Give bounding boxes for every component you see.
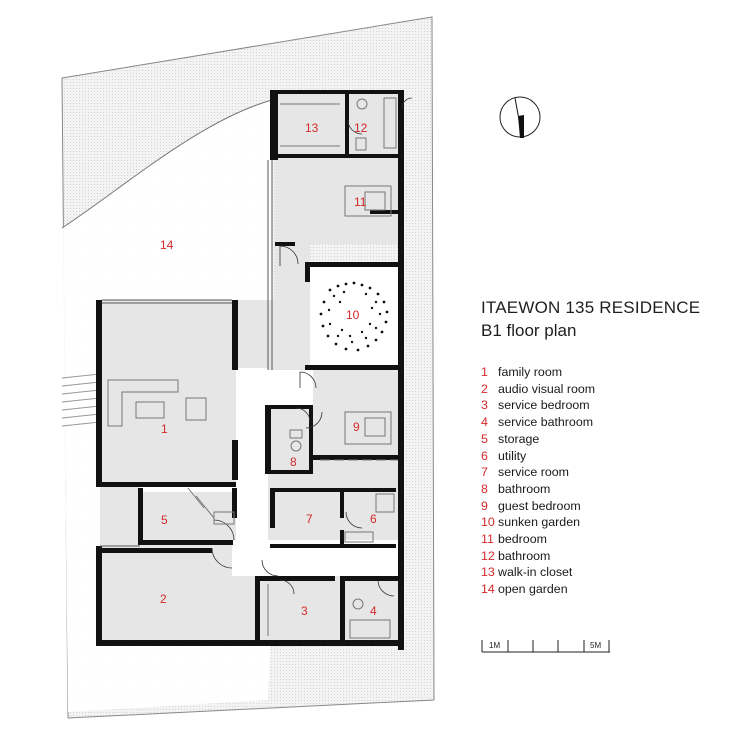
legend-label: walk-in closet [498, 565, 573, 580]
north-arrow-icon [499, 96, 541, 138]
room-label-8: 8 [290, 455, 297, 469]
legend-label: storage [498, 431, 540, 446]
legend-item: 9 guest bedroom [481, 498, 700, 515]
legend-number: 12 [481, 548, 495, 563]
room-label-2: 2 [160, 592, 167, 606]
legend-item: 8 bathroom [481, 481, 700, 498]
plan-title: ITAEWON 135 RESIDENCE [481, 298, 701, 317]
legend-panel: ITAEWON 135 RESIDENCE B1 floor plan 1 fam… [481, 296, 700, 598]
legend-label: utility [498, 448, 527, 463]
walls [96, 90, 404, 650]
legend-number: 7 [481, 465, 488, 480]
legend-number: 4 [481, 415, 488, 430]
legend-label: service bathroom [498, 415, 594, 430]
deck-lines [61, 373, 101, 427]
room-label-6: 6 [370, 512, 377, 526]
plan-subtitle: B1 floor plan [481, 321, 577, 340]
legend-label: guest bedroom [498, 498, 581, 513]
room-legend-list: 1 family room 2 audio visual room 3 service… [481, 364, 700, 598]
legend-number: 8 [481, 481, 488, 496]
room-label-7: 7 [306, 512, 313, 526]
scale-label-end: 5M [590, 641, 601, 650]
legend-number: 2 [481, 381, 488, 396]
legend-item: 7 service room [481, 464, 700, 481]
tree-canopy-dots [319, 281, 389, 352]
legend-item: 5 storage [481, 431, 700, 448]
room-label-10: 10 [346, 308, 360, 322]
legend-label: service room [498, 465, 569, 480]
legend-label: service bedroom [498, 398, 590, 413]
garden-curve [61, 99, 273, 229]
room-label-3: 3 [301, 604, 308, 618]
legend-item: 6 utility [481, 448, 700, 465]
legend-number: 3 [481, 398, 488, 413]
legend-item: 1 family room [481, 364, 700, 381]
room-label-1: 1 [161, 422, 168, 436]
legend-item: 2 audio visual room [481, 381, 700, 398]
room-label-12: 12 [354, 121, 368, 135]
room-numbers: 1 2 3 4 5 6 7 8 9 10 11 12 13 14 [160, 121, 377, 618]
legend-number: 14 [481, 582, 495, 597]
legend-label: sunken garden [498, 515, 580, 530]
furniture [107, 97, 398, 639]
room-label-9: 9 [353, 420, 360, 434]
legend-number: 10 [481, 515, 495, 530]
legend-label: bathroom [498, 548, 551, 563]
legend-number: 5 [481, 431, 488, 446]
room-label-5: 5 [161, 513, 168, 527]
scale-bar: 1M 5M [481, 640, 610, 653]
legend-label: bedroom [498, 532, 547, 547]
scale-label-start: 1M [489, 641, 500, 650]
legend-number: 6 [481, 448, 488, 463]
legend-label: audio visual room [498, 381, 596, 396]
door-swings [211, 97, 413, 597]
room-label-13: 13 [305, 121, 319, 135]
legend-number: 1 [481, 365, 488, 379]
room-label-11: 11 [354, 195, 367, 209]
legend-label: open garden [498, 582, 568, 597]
legend-number: 9 [481, 498, 488, 513]
room-label-14: 14 [160, 238, 174, 252]
legend-item: 11 bedroom [481, 531, 700, 548]
legend-number: 11 [481, 532, 494, 547]
legend-item: 3 service bedroom [481, 397, 700, 414]
legend-label: family room [498, 365, 563, 379]
room-label-4: 4 [370, 604, 377, 618]
glazing [100, 160, 273, 547]
legend-number: 13 [481, 565, 495, 580]
legend-label: bathroom [498, 481, 551, 496]
legend-item: 4 service bathroom [481, 414, 700, 431]
